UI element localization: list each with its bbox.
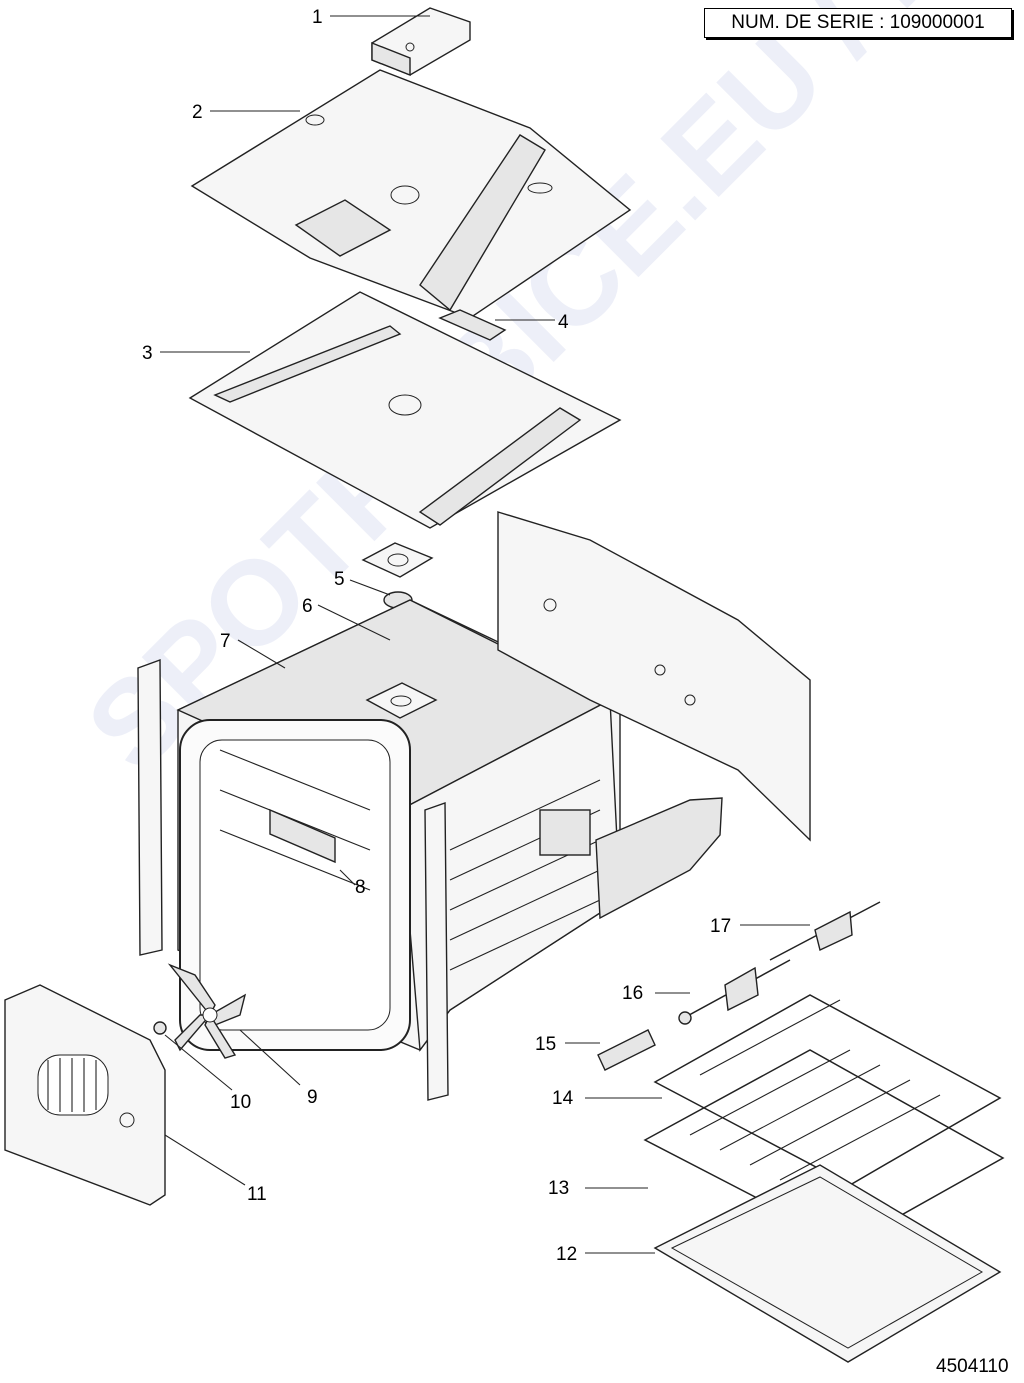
side-rail-left xyxy=(137,659,163,956)
callout-12: 12 xyxy=(556,1244,577,1265)
part-12-baking-tray xyxy=(653,1164,1002,1363)
part-5-gasket xyxy=(361,542,434,609)
part-10-nut xyxy=(153,1021,167,1035)
callout-4: 4 xyxy=(558,312,569,333)
callout-16: 16 xyxy=(622,983,643,1004)
callout-numbers: 1 2 3 4 5 6 7 8 9 10 11 12 13 14 15 16 1… xyxy=(142,7,731,1265)
callout-15: 15 xyxy=(535,1034,556,1055)
part-4-strip xyxy=(438,309,507,341)
leader-lines xyxy=(160,15,810,1254)
rear-panel xyxy=(497,511,811,920)
callout-6: 6 xyxy=(302,596,313,617)
part-2-top-cover xyxy=(190,69,632,319)
callout-14: 14 xyxy=(552,1088,574,1109)
callout-5: 5 xyxy=(334,569,345,590)
part-1-junction-box xyxy=(371,7,471,77)
callout-3: 3 xyxy=(142,343,153,364)
part-3-inner-plate xyxy=(188,291,622,529)
part-11-fan-cover xyxy=(4,984,166,1206)
callout-1: 1 xyxy=(312,7,323,28)
document-number: 4504110 xyxy=(936,1356,1009,1377)
callout-7: 7 xyxy=(220,631,231,652)
part-8-shelf-guide xyxy=(219,749,371,891)
callout-11: 11 xyxy=(247,1184,267,1205)
part-17-spit xyxy=(769,901,881,961)
part-7-oven-cavity xyxy=(176,599,621,1052)
side-rail-right xyxy=(424,802,449,1101)
part-9-fan xyxy=(167,963,247,1059)
callout-13: 13 xyxy=(548,1178,569,1199)
callout-17: 17 xyxy=(710,916,731,937)
part-16-spit-assembly xyxy=(678,959,791,1025)
serial-number-label: NUM. DE SERIE : 109000001 xyxy=(704,8,1012,38)
part-15-handle xyxy=(597,1029,656,1071)
callout-9: 9 xyxy=(307,1087,318,1108)
part-14-wire-rack xyxy=(653,994,1002,1186)
callout-8: 8 xyxy=(355,877,366,898)
callout-2: 2 xyxy=(192,102,203,123)
callout-10: 10 xyxy=(230,1092,251,1113)
